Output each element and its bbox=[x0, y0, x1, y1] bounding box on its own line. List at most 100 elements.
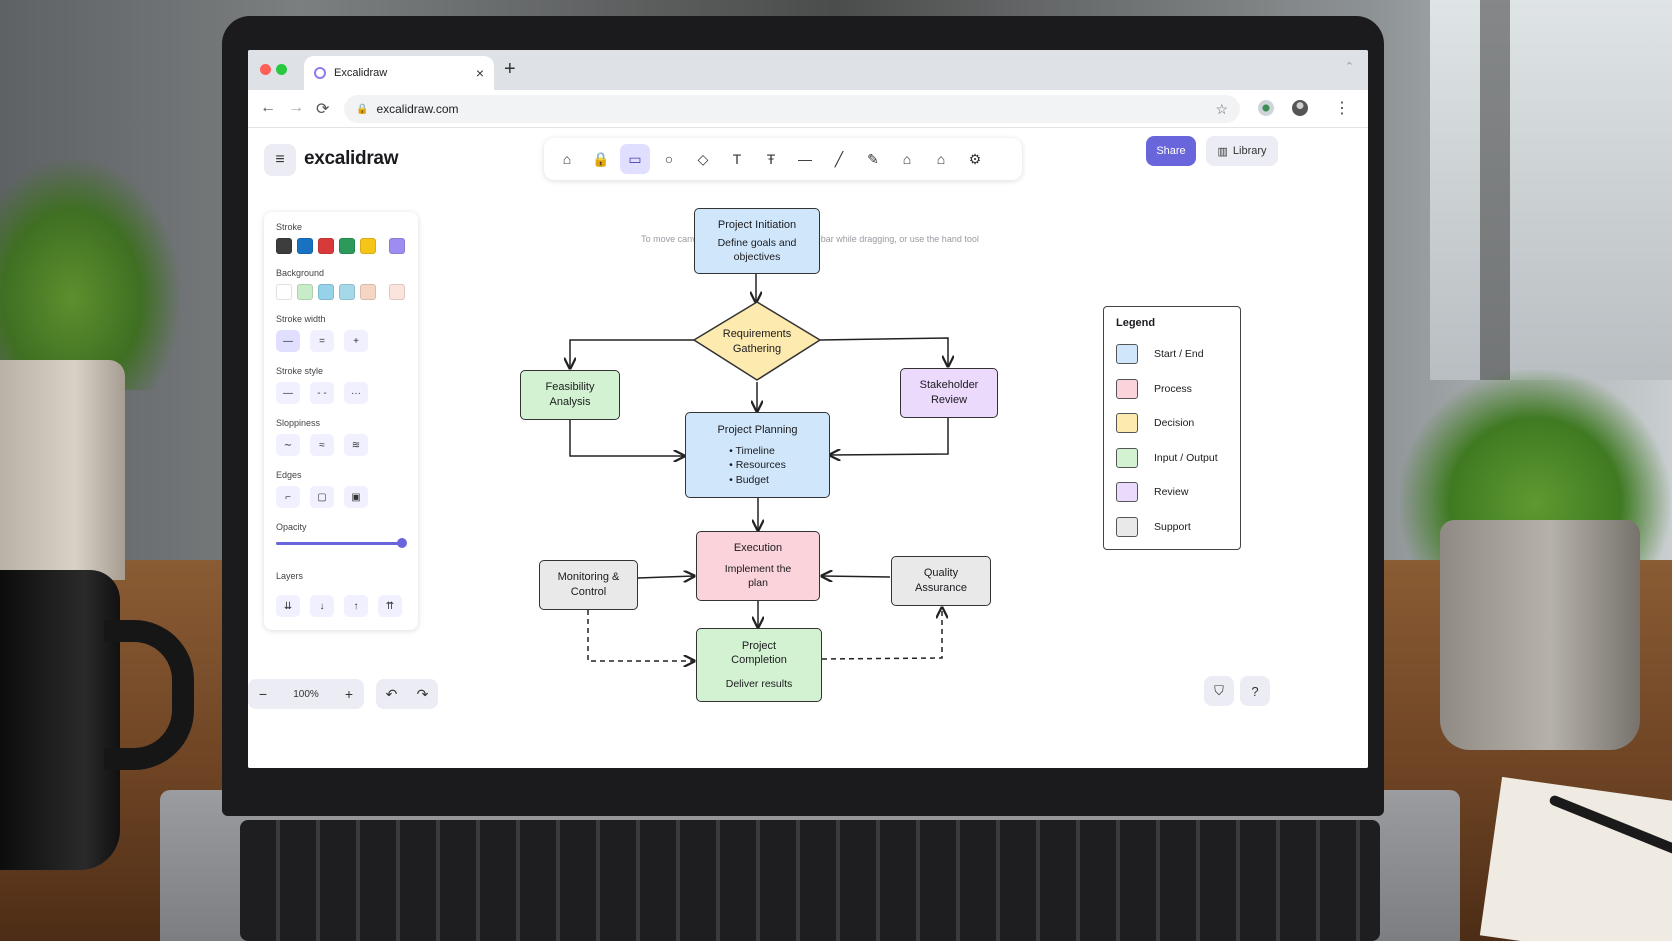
node-monitoring-control[interactable]: Monitoring & Control bbox=[539, 560, 638, 610]
node-project-planning[interactable]: Project Planning TimelineResourcesBudget bbox=[685, 412, 830, 498]
background-color-swatch[interactable] bbox=[389, 284, 405, 300]
rectangle-tool-icon[interactable]: ▭ bbox=[620, 144, 650, 174]
undo-icon[interactable]: ↶ bbox=[385, 685, 398, 702]
node-title: Execution bbox=[733, 542, 783, 555]
background-color-swatch[interactable] bbox=[276, 284, 292, 300]
share-button[interactable]: Share bbox=[1146, 136, 1196, 166]
arrow-completion-to-quality bbox=[821, 608, 942, 660]
arrow-monitoring-to-execution bbox=[637, 576, 694, 578]
browser-menu-icon[interactable]: ⋮ bbox=[1334, 100, 1350, 117]
stroke-style-option[interactable]: ··· bbox=[344, 382, 368, 404]
tab-close-icon[interactable]: × bbox=[475, 65, 484, 81]
layer-option[interactable]: ↑ bbox=[344, 595, 368, 617]
browser-tab[interactable]: Excalidraw × bbox=[304, 56, 494, 90]
stroke-width-option[interactable]: + bbox=[344, 330, 368, 352]
layers-options: ⇊ ↓ ↑ ⇈ bbox=[276, 595, 406, 617]
library-button[interactable]: ▥ Library bbox=[1206, 136, 1278, 166]
forward-icon[interactable]: → bbox=[288, 99, 304, 116]
zoom-out-button[interactable]: − bbox=[258, 686, 268, 702]
stroke-color-swatch[interactable] bbox=[339, 238, 355, 254]
coffee-mug-handle bbox=[104, 620, 194, 770]
excalidraw-app[interactable]: ≡ excalidraw ⌂🔒▭○◇TŦ—╱✎⌂⌂⚙ To move canva… bbox=[248, 128, 1368, 768]
arrow-tool-icon[interactable]: ╱ bbox=[834, 150, 844, 167]
background-color-swatch[interactable] bbox=[360, 284, 376, 300]
sloppiness-option[interactable]: ≋ bbox=[344, 434, 368, 456]
diamond-tool-icon[interactable]: ◇ bbox=[697, 150, 709, 167]
plant-right-pot bbox=[1440, 520, 1640, 750]
legend-item: Support bbox=[1116, 510, 1228, 545]
stroke-style-label: Stroke style bbox=[276, 366, 324, 376]
stroke-color-swatch[interactable] bbox=[276, 238, 292, 254]
browser-tab-bar: Excalidraw × + ⌃ bbox=[248, 50, 1368, 90]
window-close-dot[interactable] bbox=[260, 64, 271, 75]
stroke-style-option[interactable]: — bbox=[276, 382, 300, 404]
reload-icon[interactable]: ⟳ bbox=[316, 101, 330, 118]
background-window-frame bbox=[1480, 0, 1510, 380]
stroke-color-swatch[interactable] bbox=[389, 238, 405, 254]
node-project-completion[interactable]: Project Completion Deliver results bbox=[696, 628, 822, 702]
node-feasibility-analysis[interactable]: Feasibility Analysis bbox=[520, 370, 620, 420]
stroke-color-swatch[interactable] bbox=[318, 238, 334, 254]
stroke-style-option[interactable]: - - bbox=[310, 382, 334, 404]
lock-tool-icon[interactable]: ⌂ bbox=[562, 151, 572, 167]
sloppiness-option[interactable]: ≈ bbox=[310, 434, 334, 456]
help-button[interactable]: ? bbox=[1240, 676, 1270, 706]
profile-avatar[interactable] bbox=[1292, 100, 1308, 116]
new-tab-button[interactable]: + bbox=[504, 58, 516, 80]
node-quality-assurance[interactable]: Quality Assurance bbox=[891, 556, 991, 606]
node-title: Feasibility Analysis bbox=[545, 381, 595, 408]
background-label: Background bbox=[276, 268, 325, 278]
excalidraw-favicon-icon bbox=[314, 67, 326, 79]
zoom-level[interactable]: 100% bbox=[293, 688, 319, 700]
ellipse-tool-icon[interactable]: ○ bbox=[664, 151, 674, 167]
legend-title: Legend bbox=[1116, 317, 1156, 329]
sloppiness-option[interactable]: ∼ bbox=[276, 434, 300, 456]
extension-icon[interactable] bbox=[1258, 100, 1274, 116]
node-project-initiation[interactable]: Project Initiation Define goals and obje… bbox=[694, 208, 820, 274]
library-label: Library bbox=[1232, 145, 1267, 157]
extra-tool-icon[interactable]: ⚙ bbox=[968, 150, 982, 167]
background-color-swatch[interactable] bbox=[318, 284, 334, 300]
eraser-tool-icon[interactable]: ⌂ bbox=[936, 151, 946, 167]
node-stakeholder-review[interactable]: Stakeholder Review bbox=[900, 368, 998, 418]
background-color-swatch[interactable] bbox=[339, 284, 355, 300]
lock-icon-tool-icon[interactable]: 🔒 bbox=[592, 150, 610, 167]
node-requirements-gathering[interactable]: Requirements Gathering bbox=[722, 328, 792, 355]
opacity-slider[interactable] bbox=[276, 538, 407, 548]
address-bar[interactable]: 🔒 excalidraw.com ☆ bbox=[344, 95, 1240, 123]
bookmark-star-icon[interactable]: ☆ bbox=[1215, 100, 1228, 117]
stroke-width-option[interactable]: — bbox=[276, 330, 300, 352]
stroke-color-swatch[interactable] bbox=[297, 238, 313, 254]
stroke-color-swatch[interactable] bbox=[360, 238, 376, 254]
edges-option[interactable]: ▢ bbox=[310, 486, 334, 508]
image-tool-icon[interactable]: ⌂ bbox=[902, 151, 912, 167]
stroke-label: Stroke bbox=[276, 222, 303, 232]
layer-option[interactable]: ⇈ bbox=[378, 595, 402, 617]
zoom-in-button[interactable]: + bbox=[344, 686, 354, 702]
line-tool-icon[interactable]: — bbox=[798, 151, 812, 167]
stroke-width-option[interactable]: = bbox=[310, 330, 334, 352]
legend-label: Start / End bbox=[1154, 348, 1204, 361]
layer-option[interactable]: ↓ bbox=[310, 595, 334, 617]
text-tool-icon[interactable]: T bbox=[732, 151, 742, 167]
arrow-requirements-to-stakeholder bbox=[819, 337, 948, 366]
main-menu-button[interactable]: ≡ bbox=[264, 144, 296, 176]
redo-icon[interactable]: ↷ bbox=[416, 685, 429, 702]
shield-icon[interactable]: ⛉ bbox=[1204, 676, 1234, 706]
opacity-slider-handle[interactable] bbox=[397, 538, 407, 548]
edges-option[interactable]: ⌐ bbox=[276, 486, 300, 508]
background-color-swatch[interactable] bbox=[297, 284, 313, 300]
text-alt-tool-icon[interactable]: Ŧ bbox=[766, 151, 776, 167]
planning-bullet: Timeline bbox=[729, 444, 786, 458]
draw-tool-icon[interactable]: ✎ bbox=[867, 150, 879, 167]
arrow-stakeholder-to-planning bbox=[830, 418, 949, 455]
edges-option[interactable]: ▣ bbox=[344, 486, 368, 508]
tab-search-icon[interactable]: ⌃ bbox=[1344, 61, 1354, 73]
layer-option[interactable]: ⇊ bbox=[276, 595, 300, 617]
stroke-width-options: — = + bbox=[276, 330, 406, 352]
window-zoom-dot[interactable] bbox=[276, 64, 287, 75]
node-execution[interactable]: Execution Implement the plan bbox=[696, 531, 820, 601]
back-icon[interactable]: ← bbox=[260, 99, 276, 116]
